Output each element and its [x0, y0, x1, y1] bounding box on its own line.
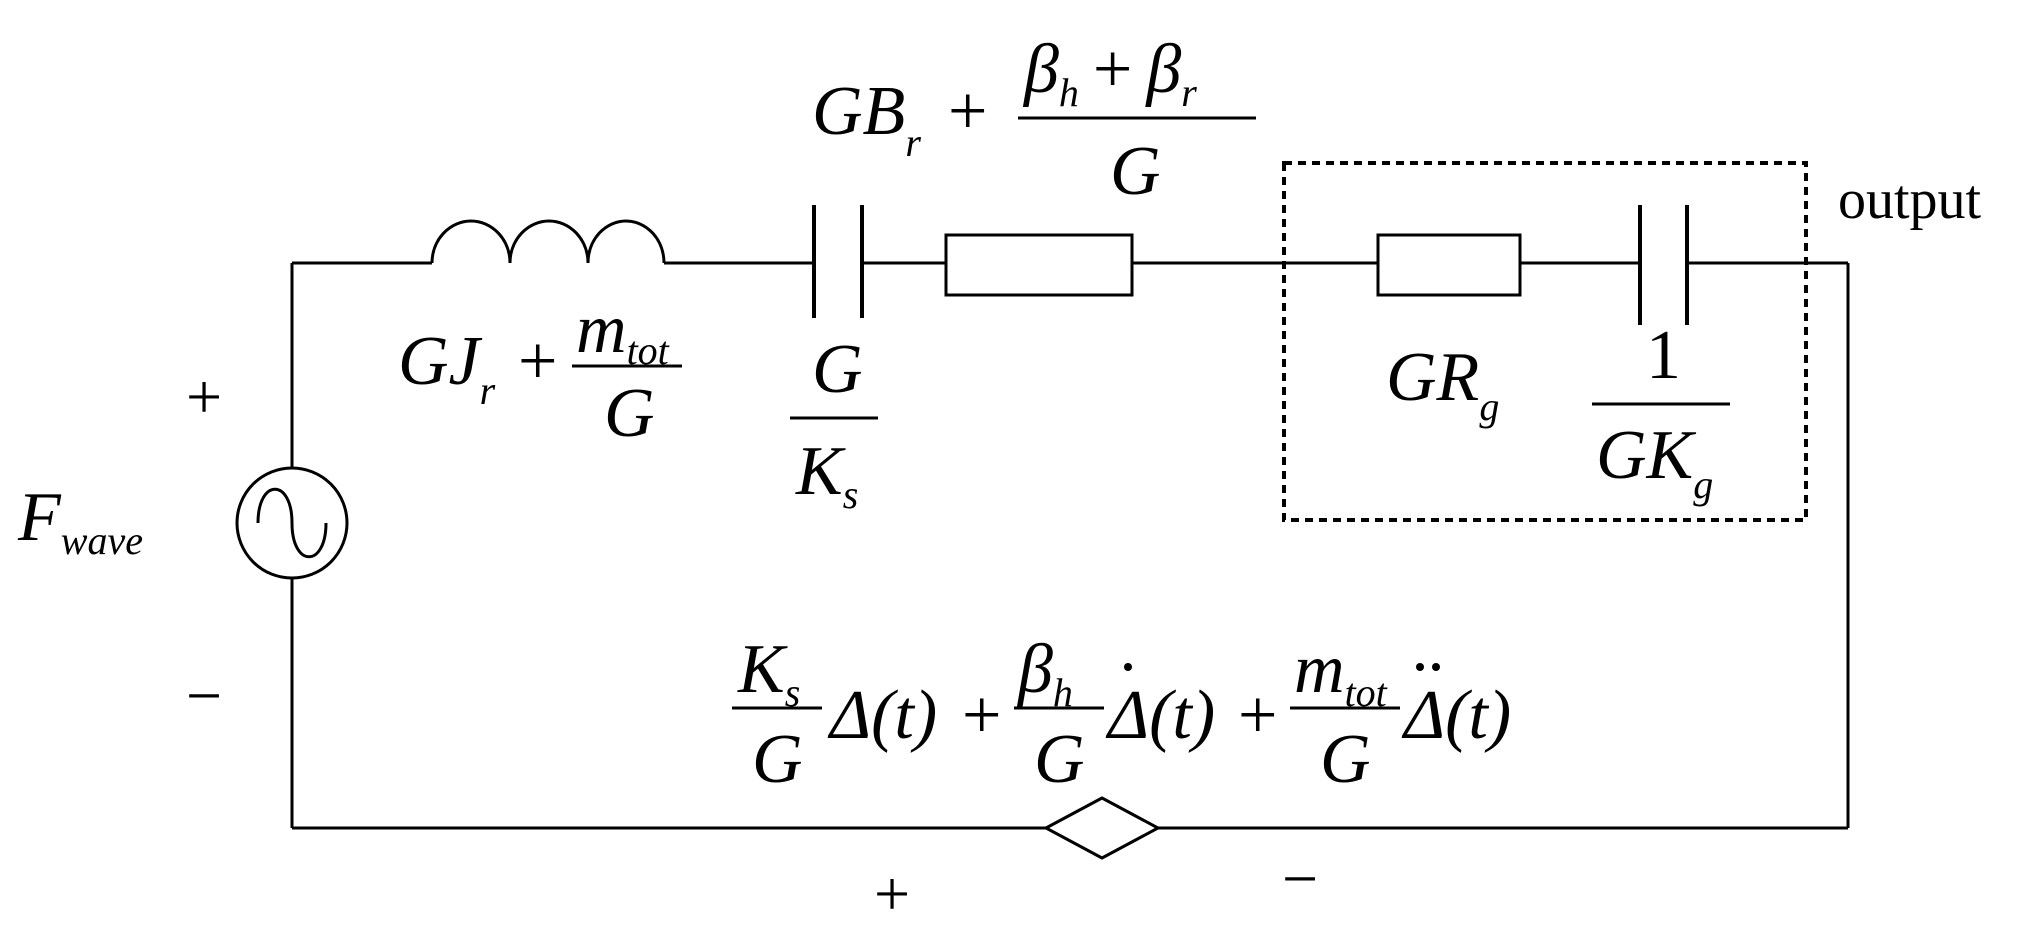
svg-text:+: +: [518, 323, 557, 400]
svg-text:GBr: GBr: [812, 73, 921, 165]
svg-text:1: 1: [1646, 317, 1681, 394]
svg-text:G: G: [1034, 721, 1085, 798]
dependent-polarity-minus: −: [1282, 843, 1318, 914]
svg-text:Ks: Ks: [737, 631, 800, 715]
inductor-label: GJr + mtot G: [398, 291, 682, 452]
capacitor-1-symbol: [812, 205, 864, 318]
svg-text:+: +: [948, 73, 987, 150]
svg-text:+: +: [962, 677, 1001, 754]
svg-text:Δ(t): Δ(t): [1401, 677, 1511, 754]
svg-text:G: G: [812, 331, 863, 408]
generator-dashed-box: [1282, 161, 1808, 522]
inductor-symbol: [430, 219, 666, 264]
svg-text:Ks: Ks: [795, 433, 858, 517]
svg-text:βh+βr: βh+βr: [1022, 31, 1197, 115]
capacitor-1-label: G Ks: [790, 331, 878, 517]
svg-text:mtot: mtot: [576, 291, 670, 373]
ac-source-symbol: [235, 466, 349, 580]
svg-text:GKg: GKg: [1596, 417, 1713, 507]
dot-derivative-mark: [1124, 663, 1132, 671]
svg-text:G: G: [604, 375, 655, 452]
dependent-source-expression: Ks G Δ(t) + βh G Δ(t) + mtot G Δ(t): [732, 631, 1511, 798]
svg-text:GRg: GRg: [1386, 339, 1499, 429]
capacitor-2-label: 1 GKg: [1592, 317, 1730, 507]
svg-text:+: +: [1238, 677, 1277, 754]
double-dot-mark-right: [1432, 663, 1440, 671]
resistor-1-label: GBr + βh+βr G: [812, 31, 1256, 210]
source-label: Fwave: [17, 479, 143, 563]
svg-text:G: G: [1320, 721, 1371, 798]
output-label: output: [1838, 169, 1982, 231]
dependent-source-symbol: [1042, 796, 1162, 860]
source-polarity-plus: +: [186, 361, 222, 432]
svg-text:G: G: [1110, 133, 1161, 210]
wires: [290, 261, 1850, 830]
resistor-2-label: GRg: [1386, 339, 1499, 429]
svg-text:βh: βh: [1016, 631, 1073, 715]
dependent-polarity-plus: +: [874, 858, 910, 929]
source-polarity-minus: −: [186, 660, 222, 731]
svg-text:G: G: [752, 721, 803, 798]
svg-text:Δ(t): Δ(t): [827, 677, 937, 754]
svg-text:mtot: mtot: [1294, 631, 1388, 715]
svg-text:Δ(t): Δ(t): [1105, 677, 1215, 754]
resistor-1-symbol: [944, 233, 1134, 297]
double-dot-mark-left: [1416, 663, 1424, 671]
capacitor-2-symbol: [1638, 205, 1689, 325]
svg-text:GJr: GJr: [398, 323, 496, 413]
resistor-2-symbol: [1376, 233, 1522, 297]
